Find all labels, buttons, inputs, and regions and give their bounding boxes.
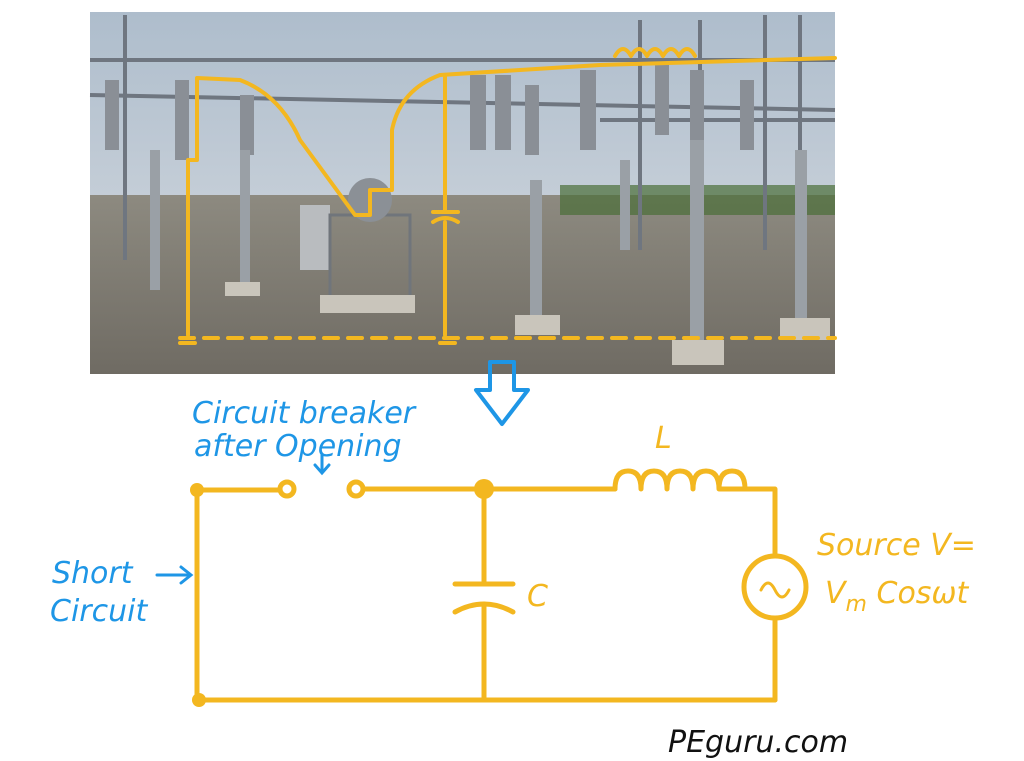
junction-capacitor-node xyxy=(474,479,494,499)
right-top-wire xyxy=(717,486,778,558)
breaker-label-line1: Circuit breaker xyxy=(192,396,417,431)
junction-dots xyxy=(190,479,494,707)
source-cos-term: Cosωt xyxy=(867,576,970,611)
inductor-coil xyxy=(612,468,748,492)
ac-source-wave xyxy=(759,581,791,599)
breaker-pointer-arrow xyxy=(313,453,331,476)
short-circuit-pointer-arrow xyxy=(155,565,194,585)
junction-top-left xyxy=(190,483,204,497)
substation-photo xyxy=(89,12,837,374)
short-circuit-label-line1: Short xyxy=(52,556,134,591)
short-circuit-label-line2: Circuit xyxy=(50,594,148,629)
breaker-contact-left xyxy=(277,479,297,499)
down-arrow-icon xyxy=(474,360,530,426)
junction-bottom-left xyxy=(192,693,206,707)
source-v-symbol: V xyxy=(825,576,848,611)
circuit-schematic xyxy=(194,468,809,703)
source-label-line2: Vm Cosωt xyxy=(825,576,970,617)
source-label-line1: Source V= xyxy=(817,528,976,563)
breaker-label-line2: after Opening xyxy=(194,429,402,464)
watermark-text: PEguru.com xyxy=(668,725,848,760)
inductor-label: L xyxy=(655,421,672,456)
capacitor-label: C xyxy=(527,579,548,614)
source-m-subscript: m xyxy=(846,592,867,617)
